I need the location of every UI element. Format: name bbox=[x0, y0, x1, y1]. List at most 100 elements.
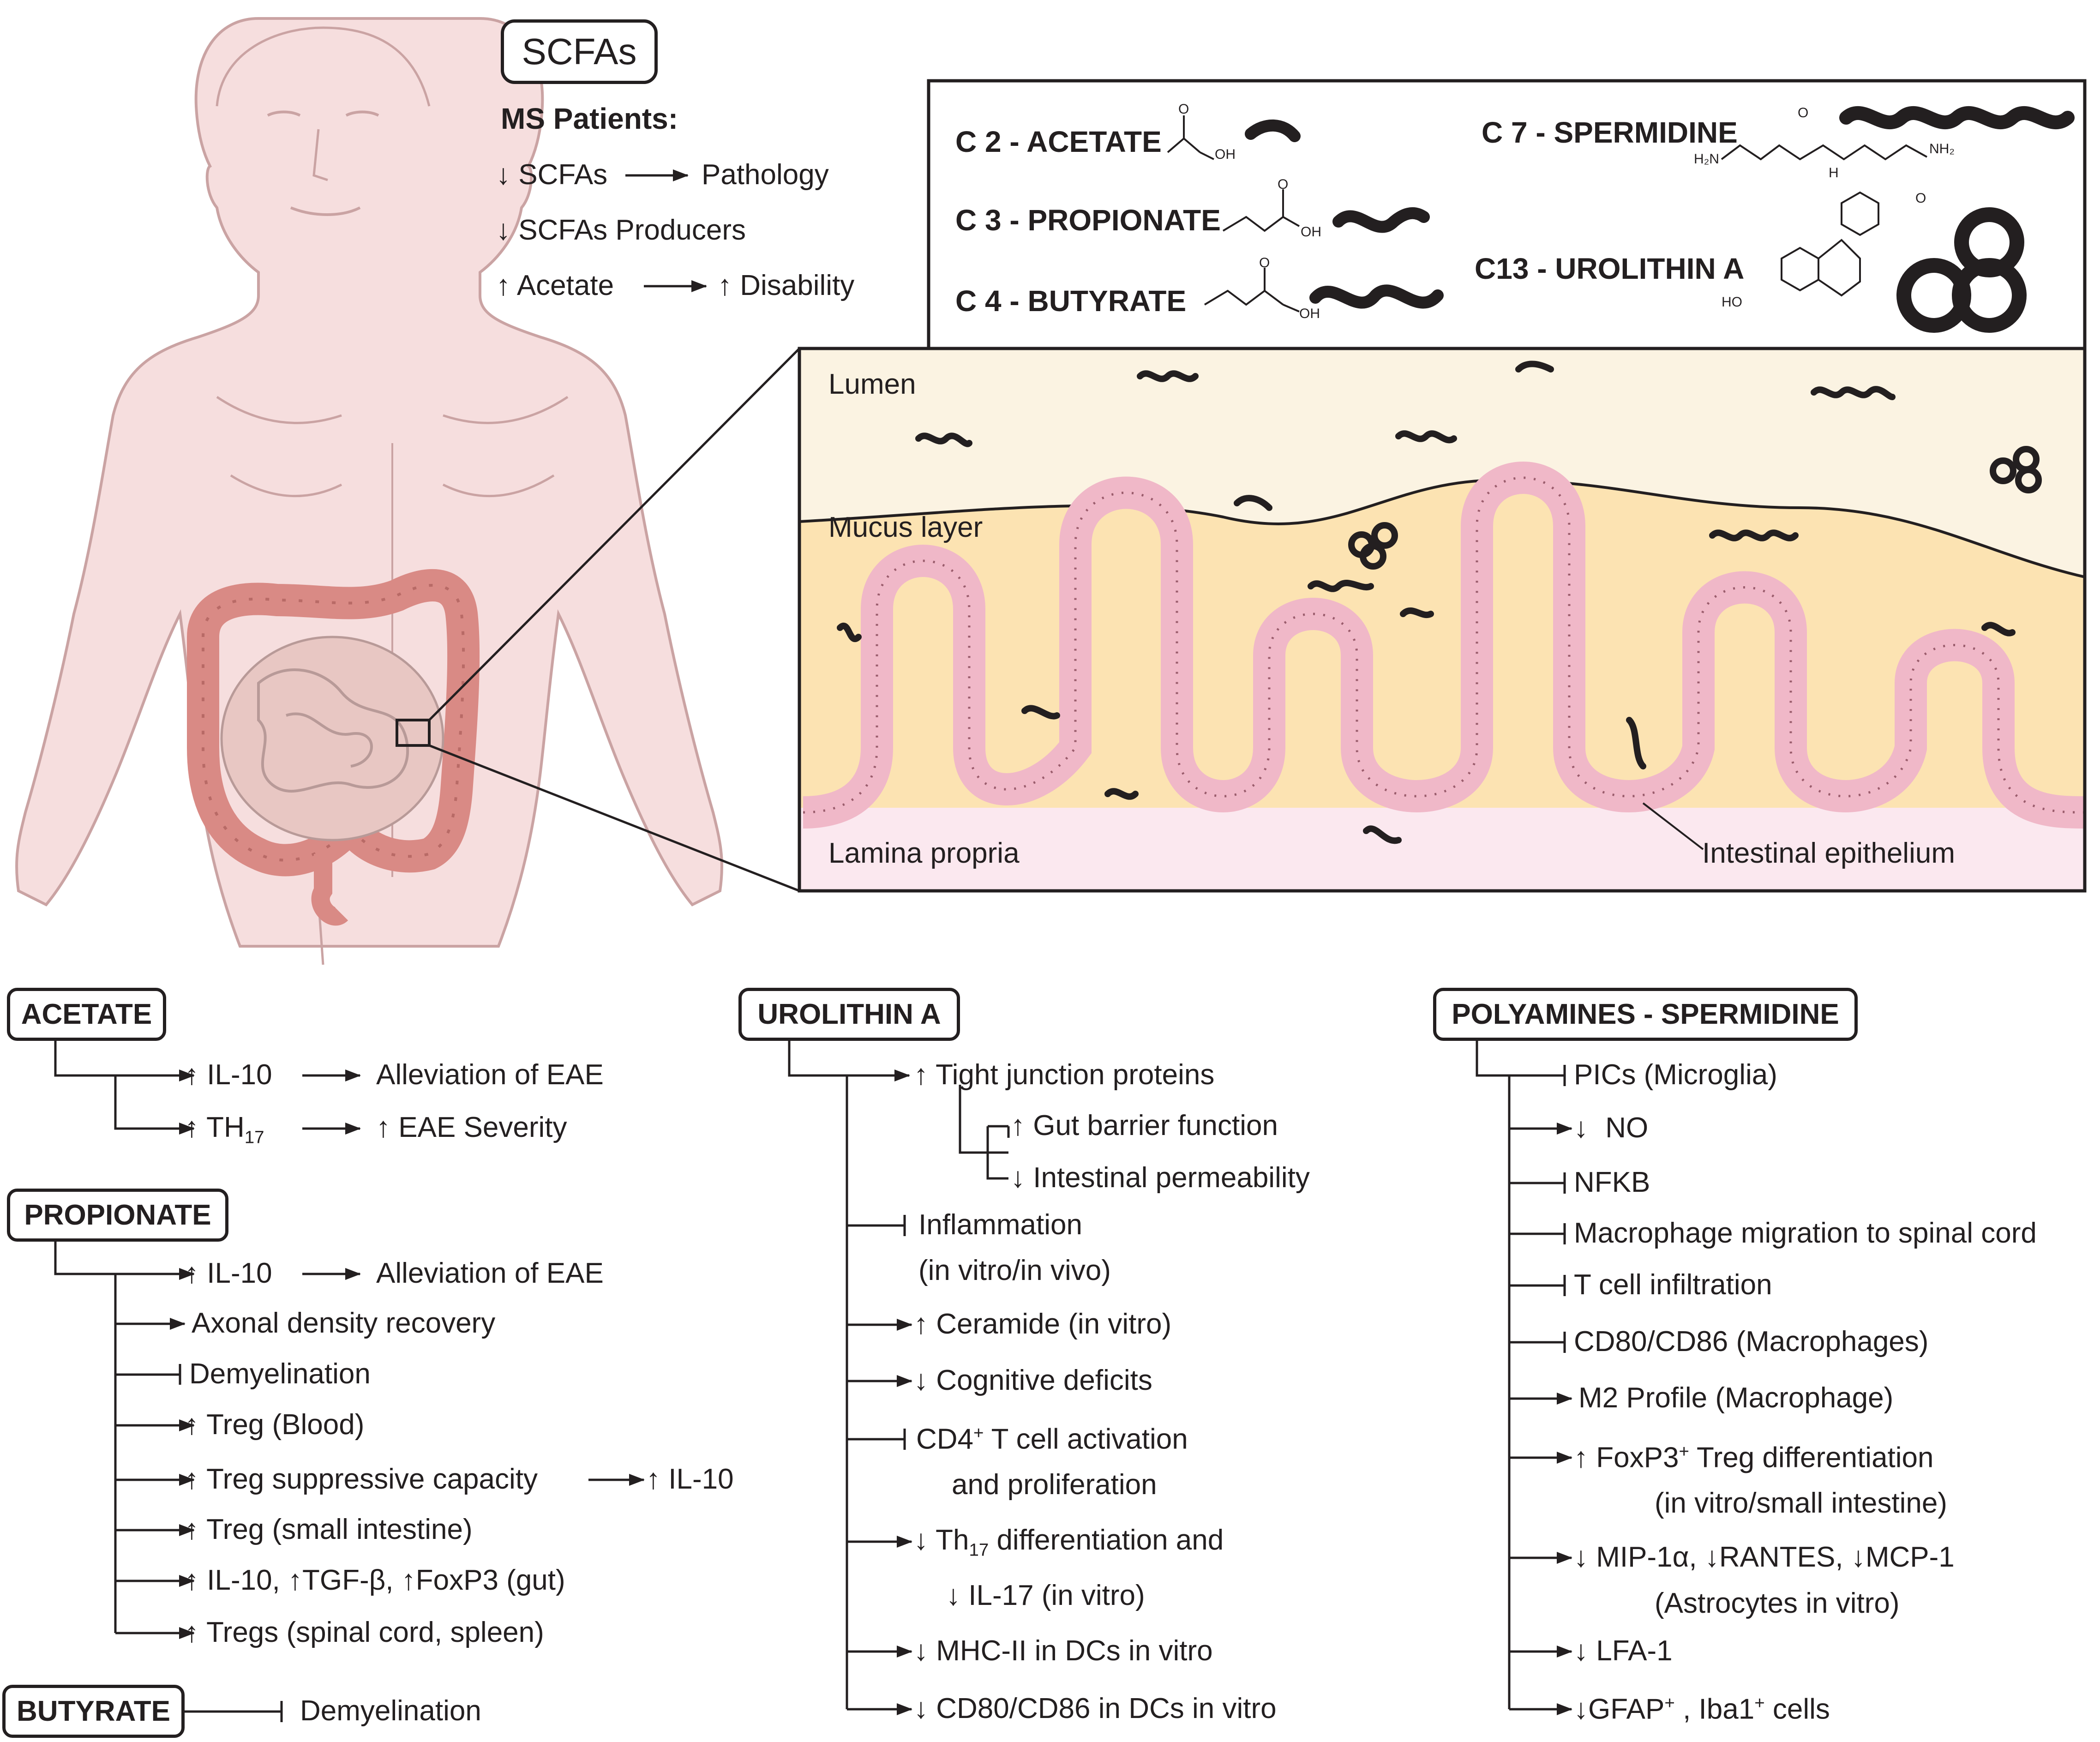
poly-astro: (Astrocytes in vitro) bbox=[1655, 1587, 1900, 1619]
down-arrow-icon: ↓ bbox=[496, 159, 510, 191]
poly-m2: M2 Profile (Macrophage) bbox=[1578, 1382, 1894, 1414]
butyrate-demyelination: Demyelination bbox=[300, 1695, 481, 1727]
propionate-treg-supp-effect: ↑ IL-10 bbox=[646, 1465, 734, 1494]
down-arrow-icon: ↓ bbox=[1704, 1541, 1719, 1573]
scfas-title: SCFAs bbox=[522, 31, 637, 72]
up-arrow-icon: ↑ bbox=[401, 1564, 416, 1596]
acetate-title: ACETATE bbox=[21, 998, 152, 1030]
molecule-c7: C 7 - SPERMIDINE bbox=[1482, 116, 1738, 149]
poly-chemokines: ↓ MIP-1α, ↓RANTES, ↓MCP-1 bbox=[1574, 1543, 1955, 1572]
poly-nfkb: NFKB bbox=[1574, 1166, 1650, 1198]
poly-foxp3-b: Treg differentiation bbox=[1689, 1442, 1934, 1474]
urolithin-th17-sub: 17 bbox=[969, 1540, 989, 1560]
urolithin-il17: ↓ IL-17 (in vitro) bbox=[946, 1581, 1145, 1610]
molecule-panel bbox=[927, 79, 2087, 350]
propionate-il10-effect: Alleviation of EAE bbox=[376, 1257, 604, 1289]
molecule-c2: C 2 - ACETATE bbox=[955, 125, 1162, 158]
urolithin-ceramide-text: Ceramide (in vitro) bbox=[936, 1308, 1172, 1340]
polyamines-title-box: POLYAMINES - SPERMIDINE bbox=[1433, 988, 1858, 1041]
up-arrow-icon: ↑ bbox=[914, 1059, 928, 1091]
urolithin-gut-barrier: ↑ Gut barrier function bbox=[1011, 1111, 1278, 1140]
urolithin-inflammation-2: (in vitro/in vivo) bbox=[918, 1255, 1111, 1286]
propionate-treg-blood: ↑ Treg (Blood) bbox=[185, 1411, 364, 1439]
polyamines-title: POLYAMINES - SPERMIDINE bbox=[1452, 998, 1839, 1030]
poly-foxp3: ↑ FoxP3+ Treg differentiation bbox=[1574, 1442, 1934, 1474]
ms-line-1: ↓ SCFAs bbox=[496, 161, 607, 189]
acetate-il10: ↑ IL-10 bbox=[185, 1061, 272, 1089]
down-arrow-icon: ↓ bbox=[1851, 1541, 1866, 1573]
butyrate-oh-label: OH bbox=[1299, 306, 1320, 321]
propionate-treg-supp: ↑ Treg suppressive capacity bbox=[185, 1465, 538, 1494]
spermidine-h-label: H bbox=[1829, 165, 1839, 180]
down-arrow-icon: ↓ bbox=[1011, 1162, 1025, 1194]
up-arrow-icon: ↑ bbox=[185, 1514, 199, 1545]
poly-foxp3-a: FoxP3 bbox=[1596, 1442, 1679, 1474]
urolithin-cd4-a: CD4 bbox=[916, 1423, 974, 1455]
urolithin-cognitive-text: Cognitive deficits bbox=[936, 1364, 1152, 1396]
up-arrow-icon: ↑ bbox=[376, 1111, 390, 1143]
label-intestinal-epithelium: Intestinal epithelium bbox=[1702, 837, 1955, 869]
polyamines-tree bbox=[1476, 1034, 1572, 1715]
poly-rantes: RANTES, bbox=[1719, 1541, 1843, 1573]
propionate-title: PROPIONATE bbox=[24, 1199, 211, 1231]
acetate-il10-text: IL-10 bbox=[207, 1059, 272, 1091]
up-arrow-icon: ↑ bbox=[185, 1059, 199, 1091]
urolithin-permeability-text: Intestinal permeability bbox=[1033, 1162, 1310, 1194]
acetate-th-text: TH bbox=[206, 1111, 245, 1143]
down-arrow-icon: ↓ bbox=[914, 1693, 928, 1724]
urolithin-tree bbox=[788, 1034, 1010, 1715]
up-arrow-icon: ↑ bbox=[185, 1257, 199, 1289]
ms-line-3: ↑ Acetate bbox=[496, 271, 614, 300]
acetate-th-effect-text: EAE Severity bbox=[398, 1111, 567, 1143]
propionate-il10-text: IL-10 bbox=[207, 1257, 272, 1289]
urolithin-cd80: ↓ CD80/CD86 in DCs in vitro bbox=[914, 1694, 1277, 1723]
down-arrow-icon: ↓ bbox=[946, 1580, 960, 1611]
ms-line-1-b: Pathology bbox=[702, 159, 829, 191]
propionate-axonal: Axonal density recovery bbox=[192, 1307, 496, 1339]
poly-no: ↓ NO bbox=[1574, 1114, 1648, 1142]
ms-line-2-text: SCFAs Producers bbox=[518, 214, 746, 246]
propionate-treg-si: ↑ Treg (small intestine) bbox=[185, 1515, 473, 1544]
acetate-o-label: O bbox=[1178, 102, 1189, 117]
up-arrow-icon: ↑ bbox=[646, 1463, 660, 1495]
down-arrow-icon: ↓ bbox=[1574, 1635, 1588, 1667]
spermidine-h2n-label: H₂N bbox=[1694, 151, 1719, 167]
poly-no-text: NO bbox=[1605, 1112, 1649, 1144]
ms-patients-arrows bbox=[625, 169, 707, 292]
propionate-combo-b: TGF-β, bbox=[302, 1564, 394, 1596]
propionate-demyelination: Demyelination bbox=[189, 1358, 371, 1390]
ms-patients-heading: MS Patients: bbox=[501, 102, 678, 135]
urolithin-gut-barrier-text: Gut barrier function bbox=[1033, 1110, 1278, 1141]
up-arrow-icon: ↑ bbox=[914, 1308, 928, 1340]
propionate-treg-supp-text: Treg suppressive capacity bbox=[206, 1463, 538, 1495]
urolithin-cd80-text: CD80/CD86 in DCs in vitro bbox=[936, 1693, 1277, 1724]
butyrate-title-box: BUTYRATE bbox=[2, 1685, 185, 1738]
poly-mcp: MCP-1 bbox=[1865, 1541, 1955, 1573]
poly-lfa-text: LFA-1 bbox=[1596, 1635, 1673, 1667]
propionate-o-label: O bbox=[1278, 177, 1289, 192]
urolithin-permeability: ↓ Intestinal permeability bbox=[1011, 1164, 1310, 1192]
propionate-combo-a: IL-10, bbox=[207, 1564, 280, 1596]
up-arrow-icon: ↑ bbox=[185, 1409, 199, 1441]
poly-foxp3-sup: + bbox=[1679, 1442, 1689, 1461]
down-arrow-icon: ↓ bbox=[914, 1364, 928, 1396]
ms-line-2: ↓ SCFAs Producers bbox=[496, 216, 746, 245]
urolithin-il17-text: IL-17 (in vitro) bbox=[968, 1580, 1145, 1611]
butyrate-tree bbox=[185, 1701, 283, 1722]
up-arrow-icon: ↑ bbox=[288, 1564, 303, 1596]
urolithin-o-label: O bbox=[1915, 191, 1926, 206]
butyrate-o-label: O bbox=[1259, 255, 1270, 270]
ms-line-1-a: SCFAs bbox=[518, 159, 608, 191]
molecule-c4: C 4 - BUTYRATE bbox=[955, 284, 1187, 318]
urolithin-th17-b: differentiation and bbox=[989, 1524, 1224, 1556]
label-mucus-layer: Mucus layer bbox=[828, 511, 983, 543]
poly-foxp3-2: (in vitro/small intestine) bbox=[1655, 1487, 1947, 1519]
ms-line-3-a: Acetate bbox=[516, 270, 614, 301]
molecule-c3: C 3 - PROPIONATE bbox=[955, 204, 1221, 237]
poly-lfa: ↓ LFA-1 bbox=[1574, 1637, 1673, 1665]
urolithin-cognitive: ↓ Cognitive deficits bbox=[914, 1366, 1152, 1395]
urolithin-cd4-b: T cell activation bbox=[984, 1423, 1188, 1455]
poly-gfap-sup: + bbox=[1664, 1693, 1675, 1713]
propionate-combo-c: FoxP3 (gut) bbox=[415, 1564, 565, 1596]
propionate-tree bbox=[54, 1235, 645, 1639]
